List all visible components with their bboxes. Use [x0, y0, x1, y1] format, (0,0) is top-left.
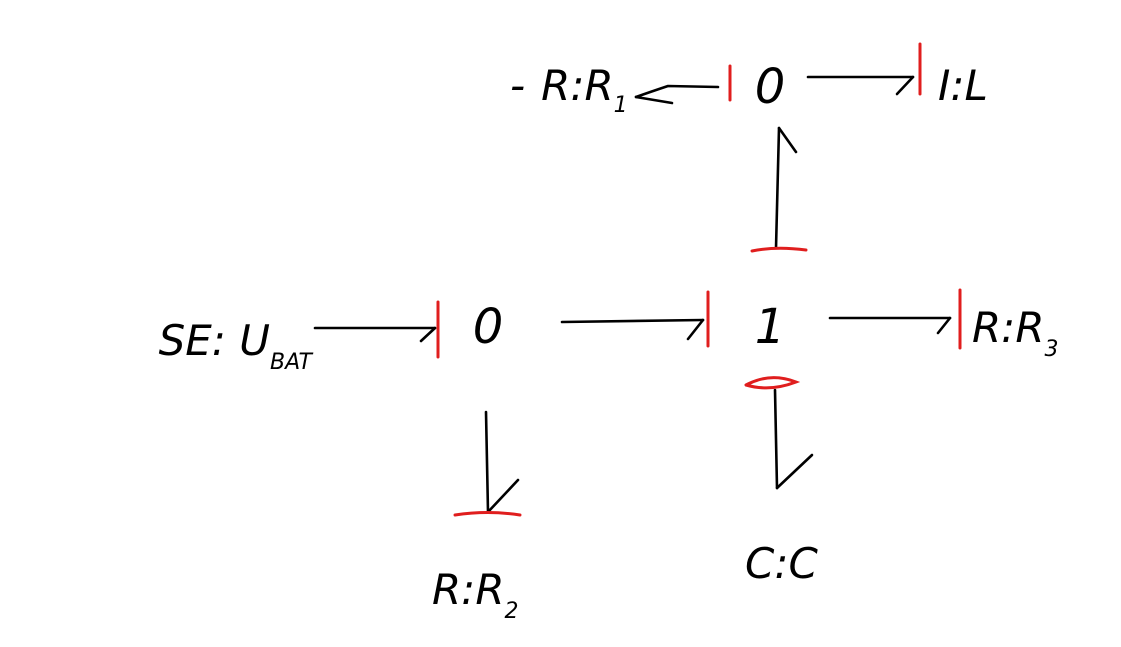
bond-line — [560, 318, 705, 324]
causal-stroke — [750, 246, 808, 253]
r3-label: R:R3 — [972, 303, 1059, 362]
inductor-label: I:L — [938, 61, 988, 110]
causal-stroke — [453, 511, 522, 517]
bond-line — [774, 126, 781, 250]
half-arrow-head — [895, 75, 915, 96]
bond-line — [773, 388, 779, 490]
junction-1-center: 1 — [755, 299, 786, 355]
bond-line — [634, 84, 720, 99]
bond-source-to-junction0 — [313, 300, 440, 359]
bond-junction1-to-junction0-top — [750, 126, 808, 253]
half-arrow-head — [419, 326, 437, 343]
bond-junction0-to-junction1 — [560, 290, 710, 348]
half-arrow-head — [634, 95, 674, 105]
junction-0-top: 0 — [755, 59, 786, 115]
junction-0-left: 0 — [473, 299, 504, 355]
half-arrow-head — [777, 126, 798, 154]
bond-junction1-to-capacitor — [744, 376, 814, 490]
bond-junction1-to-r3 — [828, 288, 962, 350]
causal-stroke — [744, 376, 801, 390]
bond-junction0top-to-r1 — [634, 64, 732, 105]
bond-line — [484, 410, 490, 514]
r1-label: -R:R1 — [510, 61, 628, 118]
half-arrow-head — [936, 316, 952, 335]
half-arrow-head — [775, 453, 814, 490]
half-arrow-head — [686, 318, 705, 341]
half-arrow-head — [486, 478, 520, 514]
capacitor-label: C:C — [745, 539, 818, 588]
r2-label: R:R2 — [432, 565, 519, 624]
source-label: SE: UBAT — [159, 316, 314, 375]
bond-junction0top-to-inductor — [806, 42, 922, 96]
bond-junction0-to-r2 — [453, 410, 522, 517]
